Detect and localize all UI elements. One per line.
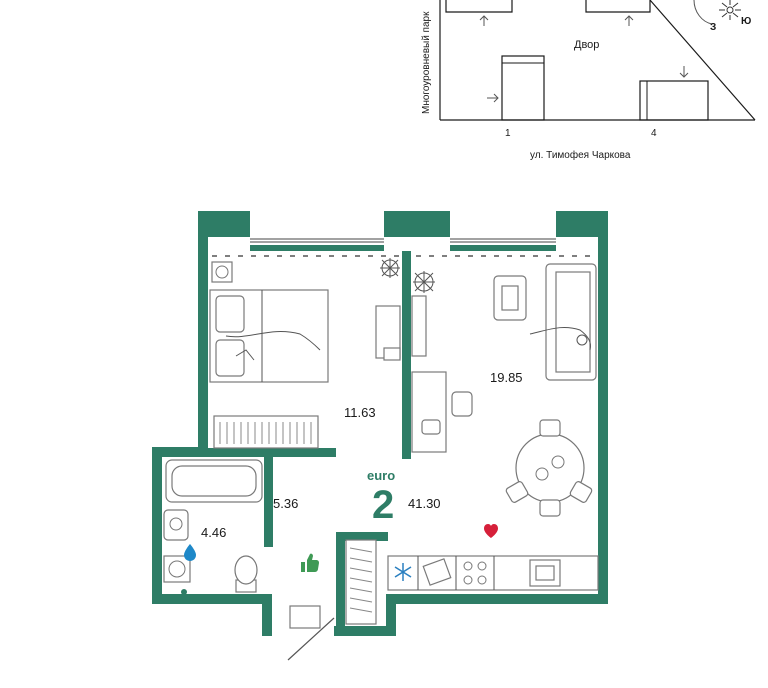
- washbasin: [163, 509, 189, 541]
- dining-table: [505, 419, 593, 517]
- arrow-down-icon: [679, 66, 689, 78]
- living-area-label: 19.85: [490, 370, 523, 385]
- hall-fixtures: [287, 539, 377, 661]
- shoe-bench: [289, 605, 321, 629]
- work-desk: [411, 371, 447, 453]
- street-label: ул. Тимофея Чаркова: [530, 149, 631, 161]
- radiator: [213, 415, 319, 449]
- building-top-right: [585, 0, 651, 13]
- toilet: [234, 555, 258, 593]
- arrow-right-icon: [487, 93, 499, 103]
- plant-icon: [413, 271, 435, 293]
- yard-label: Двор: [574, 39, 599, 51]
- entrance-door: [287, 617, 335, 661]
- hall-area-label: 5.36: [273, 496, 298, 511]
- entrance-1-label: 1: [505, 128, 511, 139]
- bedroom-area-label: 11.63: [344, 405, 376, 420]
- bathroom-fixtures: [163, 459, 263, 595]
- plant-icon: [380, 258, 400, 278]
- bathroom-area-label: 4.46: [201, 525, 226, 540]
- washing-machine: [163, 555, 191, 583]
- drain: [181, 589, 187, 595]
- arrow-up-icon: [624, 15, 634, 26]
- entrance-4-label: 4: [651, 128, 657, 139]
- living-furniture: [387, 263, 599, 591]
- water-drop-icon: [184, 544, 196, 561]
- total-area-label: 41.30: [408, 496, 441, 511]
- compass-south-label: Ю: [741, 16, 751, 27]
- compass-west-label: З: [710, 22, 716, 33]
- section-1-building: [501, 55, 545, 121]
- bedroom-furniture: [209, 258, 401, 449]
- heart-icon: [484, 524, 498, 538]
- thumbs-up-icon: [301, 553, 319, 572]
- walls: [152, 211, 608, 636]
- compass-icon: [693, 0, 741, 25]
- site-side-label: Многоуровневый парк: [421, 11, 432, 114]
- apartment-type-label: euro: [367, 468, 395, 483]
- building-top-left: [445, 0, 513, 13]
- site-diagonal-boundary: [649, 0, 756, 121]
- room-count-label: 2: [372, 483, 394, 527]
- apartment-plan: 11.63 19.85 5.36 4.46 euro 2 41.30: [152, 211, 608, 661]
- snowflake-icon: [394, 563, 412, 581]
- section-4-building: [639, 80, 709, 121]
- kitchen-counter: [387, 555, 599, 591]
- arrow-up-icon: [479, 15, 489, 26]
- windows: [212, 238, 594, 257]
- site-plan: З Ю Многоуровневый парк Двор 1 4 ул. Тим…: [421, 0, 756, 161]
